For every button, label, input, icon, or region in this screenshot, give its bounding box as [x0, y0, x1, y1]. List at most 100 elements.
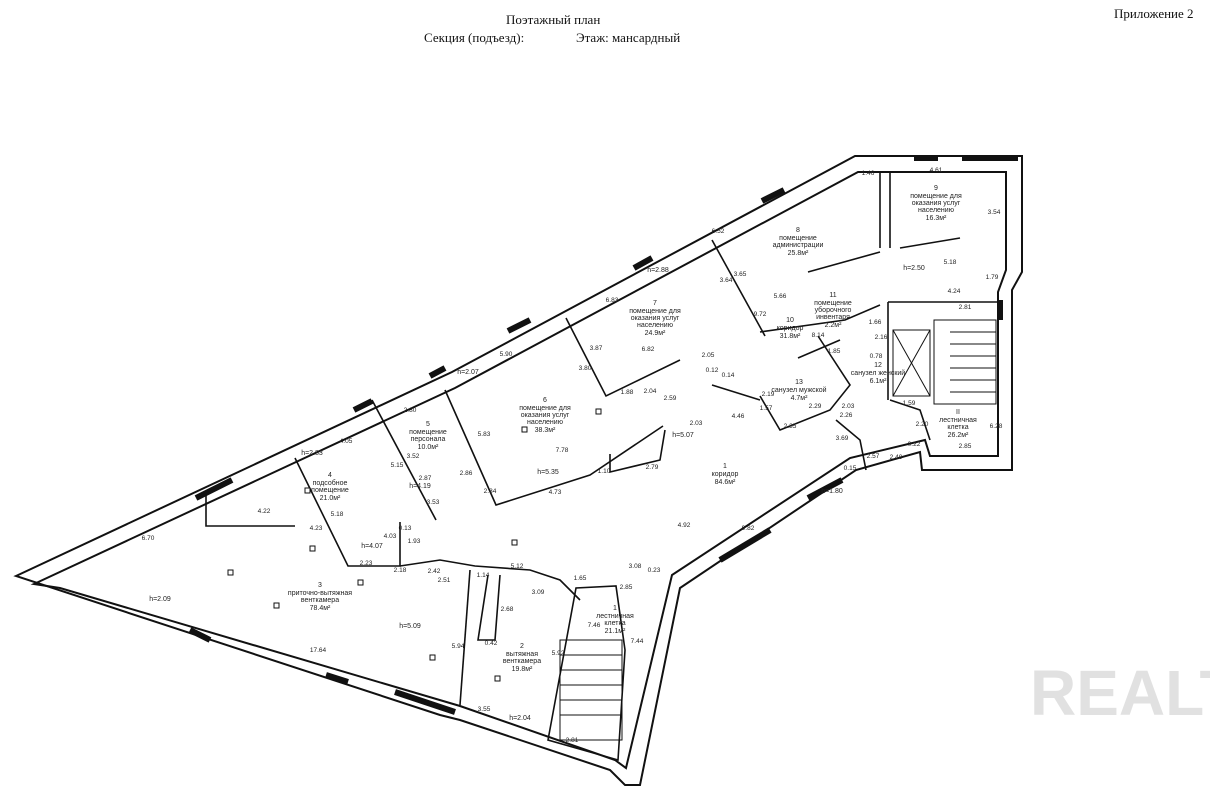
dimension-label: 2.51 — [438, 577, 451, 584]
plan-title: Поэтажный план — [506, 12, 601, 27]
dimension-label: 5.18 — [331, 511, 344, 518]
dimension-label: 2.85 — [959, 443, 972, 450]
ceiling-height: h=1.80 — [821, 488, 843, 495]
dimension-label: 2.18 — [394, 567, 407, 574]
dimension-label: 0.22 — [908, 441, 921, 448]
ceiling-height: h=2.50 — [903, 265, 925, 272]
dimension-label: 1.14 — [477, 572, 490, 579]
dimension-label: 0.42 — [485, 640, 498, 647]
dimension-label: 2.79 — [646, 464, 659, 471]
dimension-label: 3.55 — [478, 706, 491, 713]
room-number: II — [956, 409, 960, 416]
dimension-label: 7.46 — [588, 622, 601, 629]
room-number: 6 — [543, 397, 547, 404]
room-area: 31.8м² — [780, 333, 801, 340]
ceiling-height: h=4.19 — [409, 483, 431, 490]
dimension-label: 2.86 — [460, 470, 473, 477]
room-number: 2 — [520, 643, 524, 650]
dimension-label: 9.72 — [754, 311, 767, 318]
dimension-label: 2.81 — [566, 737, 579, 744]
dimension-label: 6.52 — [712, 228, 725, 235]
room-area: 25.8м² — [788, 250, 809, 257]
dimension-label: 7.44 — [631, 638, 644, 645]
dimension-label: 5.94 — [452, 643, 465, 650]
dimension-label: 6.70 — [142, 535, 155, 542]
room-area: 26.2м² — [948, 432, 969, 439]
room-area: 24.9м² — [645, 330, 666, 337]
dimension-label: 4.22 — [258, 508, 271, 515]
room-number: 7 — [653, 300, 657, 307]
dimension-label: 6.82 — [642, 346, 655, 353]
dimension-label: 0.12 — [706, 367, 719, 374]
dimension-label: 1.66 — [869, 319, 882, 326]
dimension-label: 3.69 — [836, 435, 849, 442]
dimension-label: 4.61 — [930, 167, 943, 174]
room-number: 4 — [328, 472, 332, 479]
room-number: 9 — [934, 185, 938, 192]
dimension-label: 3.64 — [720, 277, 733, 284]
dimension-label: 7.78 — [556, 447, 569, 454]
ceiling-height: h=5.07 — [672, 432, 694, 439]
dimension-label: 1.79 — [986, 274, 999, 281]
dimension-label: 5.15 — [391, 462, 404, 469]
dimension-label: 3.80 — [579, 365, 592, 372]
dimension-label: 3.53 — [427, 499, 440, 506]
room-area: 6.1м² — [870, 378, 888, 385]
dimension-label: 1.93 — [408, 538, 421, 545]
room-area: 21.0м² — [320, 495, 341, 502]
dimension-label: 1.65 — [574, 575, 587, 582]
dimension-label: 3.52 — [407, 453, 420, 460]
dimension-label: 3.87 — [590, 345, 603, 352]
dimension-label: 2.80 — [404, 407, 417, 414]
room-number: 12 — [874, 362, 882, 369]
dimension-label: 2.26 — [840, 412, 853, 419]
room-area: 10.0м² — [418, 444, 439, 451]
dimension-label: 3.09 — [532, 589, 545, 596]
dimension-label: 2.42 — [428, 568, 441, 575]
dimension-label: 5.83 — [478, 431, 491, 438]
dimension-label: 1.57 — [760, 405, 773, 412]
room-number: 3 — [318, 582, 322, 589]
dimension-label: 0.14 — [722, 372, 735, 379]
outer-walls — [13, 155, 1023, 786]
ceiling-height: h=2.07 — [457, 369, 479, 376]
dimension-label: 3.54 — [988, 209, 1001, 216]
dimension-label: 2.81 — [959, 304, 972, 311]
dimension-label: 4.23 — [310, 525, 323, 532]
room-area: 84.6м² — [715, 479, 736, 486]
room-number: 10 — [786, 317, 794, 324]
dimension-label: 2.20 — [916, 421, 929, 428]
ceiling-height: h=2.88 — [647, 267, 669, 274]
dimension-label: 1.10 — [598, 468, 611, 475]
dimension-label: 3.65 — [734, 271, 747, 278]
dimension-label: 2.87 — [419, 475, 432, 482]
ceiling-height: h=2.09 — [149, 596, 171, 603]
room-area: 16.3м² — [926, 215, 947, 222]
dimension-label: 0.78 — [870, 353, 883, 360]
room-area: 78.4м² — [310, 605, 331, 612]
stair-II — [892, 319, 997, 405]
dimension-label: 5.66 — [774, 293, 787, 300]
dimension-label: 2.19 — [762, 391, 775, 398]
dimension-label: 2.03 — [690, 420, 703, 427]
dimension-label: 2.16 — [875, 334, 888, 341]
room-name: коридор — [777, 325, 804, 332]
dimension-label: 5.18 — [944, 259, 957, 266]
window-segments — [188, 155, 1018, 715]
ceiling-height: h=4.07 — [361, 543, 383, 550]
dimension-label: 4.03 — [384, 533, 397, 540]
dimension-label: 4.46 — [732, 413, 745, 420]
dimension-label: 0.23 — [648, 567, 661, 574]
room-number: 8 — [796, 227, 800, 234]
dimension-label: 1.88 — [621, 389, 634, 396]
dimension-label: 2.03 — [842, 403, 855, 410]
dimension-label: 0.13 — [399, 525, 412, 532]
dimension-label: 2.23 — [360, 560, 373, 567]
